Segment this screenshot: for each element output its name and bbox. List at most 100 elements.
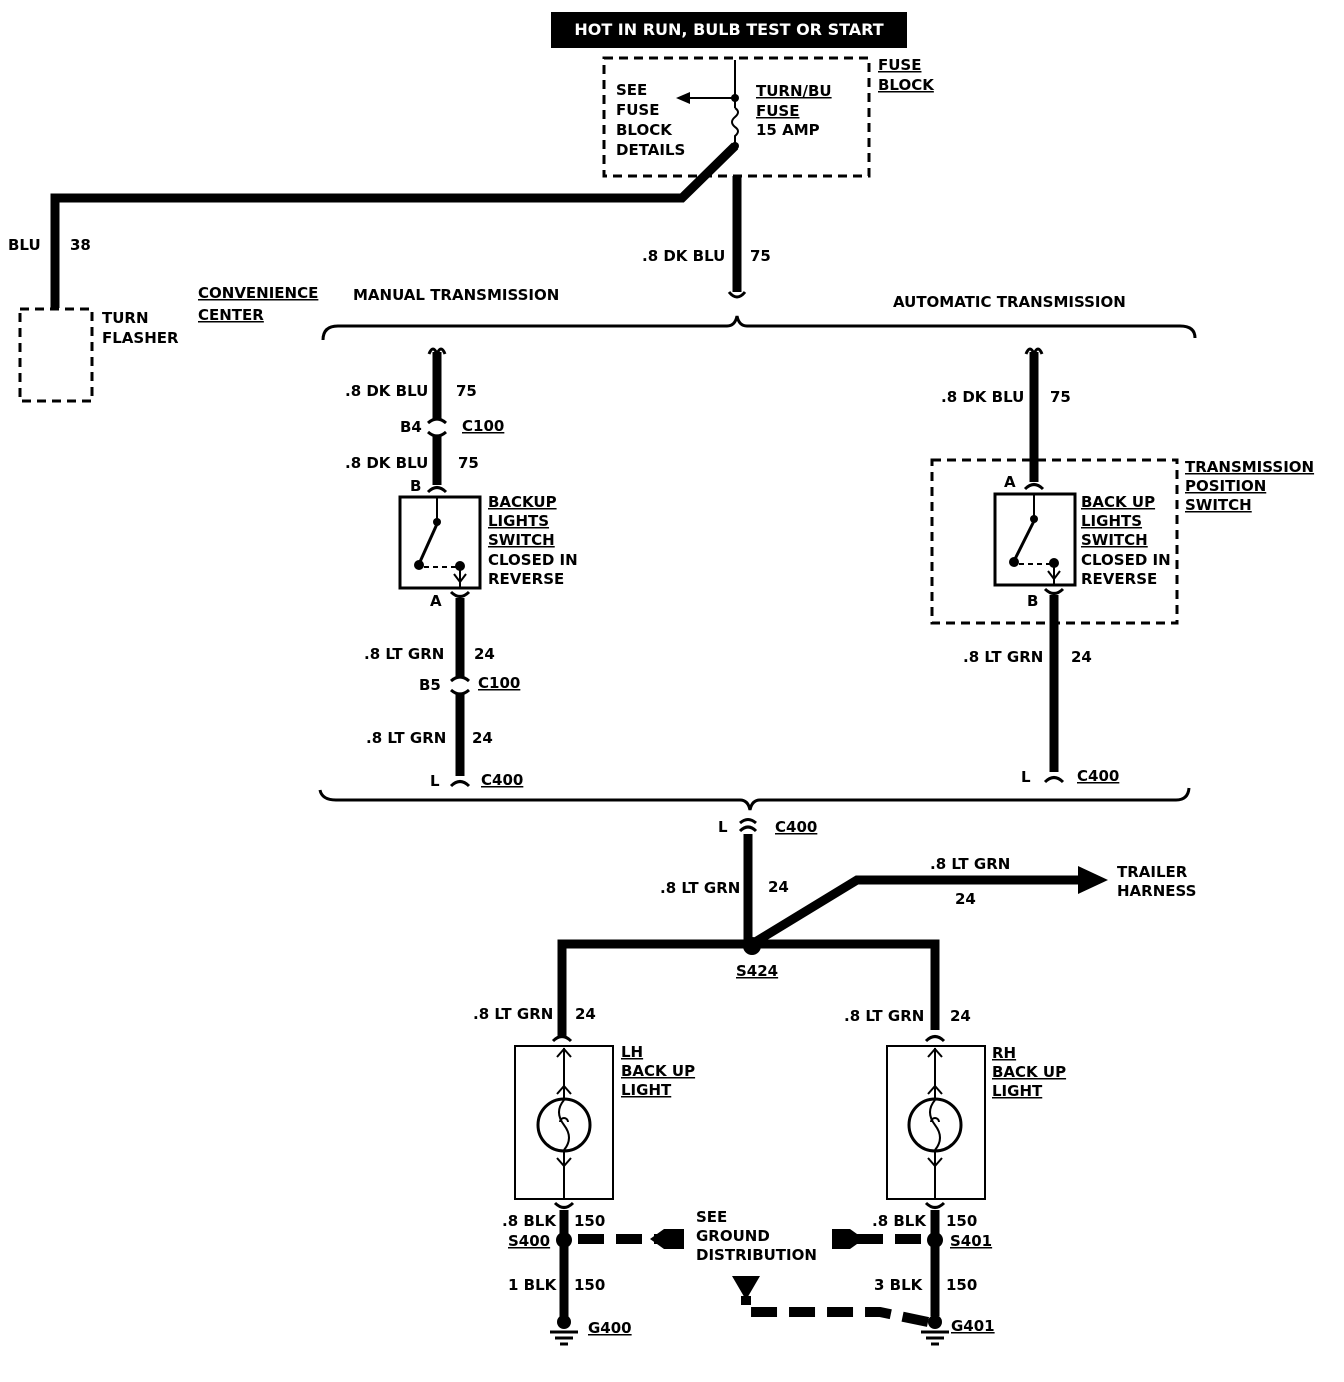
rh-splice-s401-node xyxy=(927,1232,943,1248)
auto-switch-pin-bottom: B xyxy=(1027,592,1038,610)
manual-c100-bot-connector-icon xyxy=(450,675,470,696)
see-fuse-details-2: FUSE xyxy=(616,101,659,119)
lh-in-number: 24 xyxy=(575,1005,596,1023)
trailer-harness-1: TRAILER xyxy=(1117,863,1188,881)
common-c400-connector-icon xyxy=(738,818,758,833)
manual-switch-pivot xyxy=(433,518,441,526)
rh-splice-s401: S401 xyxy=(950,1232,992,1250)
manual-switch-label-3: SWITCH xyxy=(488,531,555,549)
rh-label-1: RH xyxy=(992,1044,1016,1062)
rh-filament-icon xyxy=(929,1099,941,1151)
auto-switch-blade-icon xyxy=(1012,520,1036,562)
manual-c100-bot-pin: B5 xyxy=(419,676,441,694)
manual-switch-pin-b-icon xyxy=(426,486,448,494)
lh-in-color: .8 LT GRN xyxy=(473,1005,553,1023)
auto-c400-connector: C400 xyxy=(1077,767,1119,785)
manual-switch-label-5: REVERSE xyxy=(488,570,564,588)
convenience-center-2: CENTER xyxy=(198,306,264,324)
manual-backup-switch-box xyxy=(398,495,482,590)
auto-c400-connector-icon xyxy=(1043,776,1065,784)
manual-switch-contact-left xyxy=(414,560,424,570)
lh-gnd1-number: 150 xyxy=(574,1212,605,1230)
rh-gnd2-color: 3 BLK xyxy=(874,1276,924,1294)
common-c400-pin: L xyxy=(718,818,728,836)
lh-gnd2-number: 150 xyxy=(574,1276,605,1294)
lh-ground-g400: G400 xyxy=(588,1319,632,1337)
lh-in-connector-icon xyxy=(551,1035,573,1043)
manual-switch-pin-top: B xyxy=(410,477,421,495)
lh-lamp-arrow-mid-icon xyxy=(556,1084,572,1095)
fuse-block-label-2: BLOCK xyxy=(878,76,935,94)
lh-label-2: BACK UP xyxy=(621,1062,695,1080)
manual-c100-bot-connector: C100 xyxy=(478,674,520,692)
lh-ground-icon xyxy=(550,1330,578,1346)
g401-ground-dist-arrow-icon xyxy=(732,1276,760,1300)
wire-blu-color: BLU xyxy=(8,236,41,254)
auto-out-color: .8 LT GRN xyxy=(963,648,1043,666)
trailer-harness-2: HARNESS xyxy=(1117,882,1196,900)
manual-switch-blade-icon xyxy=(417,523,439,565)
rh-gnd1-color: .8 BLK xyxy=(872,1212,927,1230)
feed-wire-number: 75 xyxy=(750,247,771,265)
auto-switch-pin-top: A xyxy=(1004,473,1016,491)
fuse-element-icon xyxy=(731,107,739,146)
ground-dist-label-1: SEE xyxy=(696,1208,727,1226)
manual-switch-label-1: BACKUP xyxy=(488,493,557,511)
auto-switch-label-3: SWITCH xyxy=(1081,531,1148,549)
g401-ground-dist-link xyxy=(741,1296,930,1327)
trailer-wire-color: .8 LT GRN xyxy=(930,855,1010,873)
fuse-block-label-1: FUSE xyxy=(878,56,921,74)
rh-in-number: 24 xyxy=(950,1007,971,1025)
manual-switch-pin-bottom: A xyxy=(430,592,442,610)
auto-c400-pin: L xyxy=(1021,768,1031,786)
tps-label-3: SWITCH xyxy=(1185,496,1252,514)
fuse-name-2: FUSE xyxy=(756,102,799,120)
manual-out2-color: .8 LT GRN xyxy=(366,729,446,747)
lh-label-3: LIGHT xyxy=(621,1081,672,1099)
header-box xyxy=(551,12,907,48)
auto-switch-label-1: BACK UP xyxy=(1081,493,1155,511)
manual-heading: MANUAL TRANSMISSION xyxy=(353,286,559,304)
common-c400-connector: C400 xyxy=(775,818,817,836)
manual-c100-top-connector-icon xyxy=(427,417,447,438)
option-brace-upper xyxy=(321,315,1197,341)
rh-gnd2-number: 150 xyxy=(946,1276,977,1294)
manual-top-color: .8 DK BLU xyxy=(345,382,428,400)
lh-gnd1-color: .8 BLK xyxy=(502,1212,557,1230)
trailer-wire-number: 24 xyxy=(955,890,976,908)
wire-blu-number: 38 xyxy=(70,236,91,254)
auto-switch-pin-b-icon xyxy=(1043,587,1065,595)
rh-lamp-arrow-bot-icon xyxy=(927,1157,943,1168)
auto-switch-pivot xyxy=(1030,515,1038,523)
convenience-center-1: CONVENIENCE xyxy=(198,284,318,302)
turn-flasher-label-1: TURN xyxy=(102,309,149,327)
automatic-heading: AUTOMATIC TRANSMISSION xyxy=(893,293,1126,311)
auto-switch-arrow-icon xyxy=(1047,570,1061,581)
manual-switch-label-2: LIGHTS xyxy=(488,512,549,530)
auto-out-number: 24 xyxy=(1071,648,1092,666)
lh-ground-dist-arrow-icon xyxy=(650,1229,684,1249)
splice-s424: S424 xyxy=(736,962,778,980)
feed-wire-color: .8 DK BLU xyxy=(642,247,725,265)
lh-splice-s400-node xyxy=(556,1232,572,1248)
manual-mid-number: 75 xyxy=(458,454,479,472)
tps-label-2: POSITION xyxy=(1185,477,1266,495)
turn-flasher-label-2: FLASHER xyxy=(102,329,179,347)
manual-c400-connector: C400 xyxy=(481,771,523,789)
lh-gnd2-color: 1 BLK xyxy=(508,1276,558,1294)
rh-ground-icon xyxy=(921,1330,949,1346)
rh-ground-dist-arrow-icon xyxy=(832,1229,864,1249)
manual-c400-pin: L xyxy=(430,772,440,790)
see-fuse-details-1: SEE xyxy=(616,81,647,99)
rh-in-color: .8 LT GRN xyxy=(844,1007,924,1025)
rh-gnd1-number: 150 xyxy=(946,1212,977,1230)
auto-switch-label-2: LIGHTS xyxy=(1081,512,1142,530)
rh-in-connector-icon xyxy=(924,1035,946,1043)
rh-ground-g401-node xyxy=(928,1315,942,1329)
option-brace-lower xyxy=(318,787,1191,811)
auto-top-number: 75 xyxy=(1050,388,1071,406)
common-wire-color: .8 LT GRN xyxy=(660,879,740,897)
manual-mid-color: .8 DK BLU xyxy=(345,454,428,472)
lh-out-connector-icon xyxy=(553,1201,575,1209)
fuse-details-arrowhead-icon xyxy=(676,92,690,104)
